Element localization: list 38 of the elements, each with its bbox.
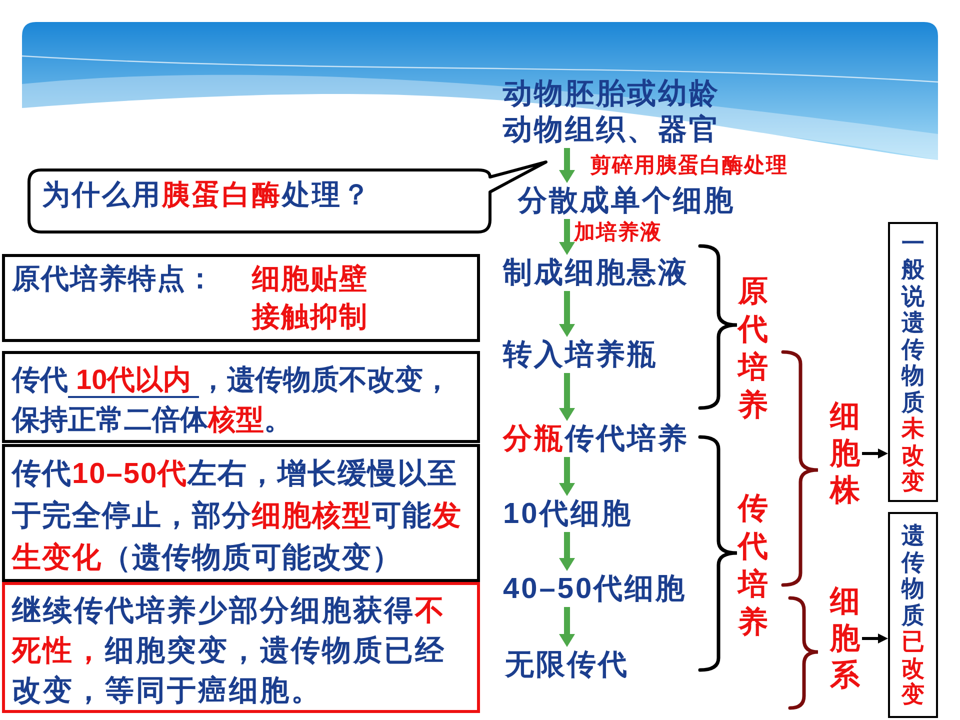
category-label: 细胞系 xyxy=(830,583,860,694)
note-panel xyxy=(2,254,480,342)
edge-label: 加培养液 xyxy=(574,220,662,246)
step-text: 动物胚胎或幼龄动物组织、器官 xyxy=(503,76,735,148)
step-text: 分散成单个细胞 xyxy=(518,183,735,219)
step-text: 无限传代 xyxy=(505,647,629,683)
category-label: 细胞株 xyxy=(830,398,860,509)
panel-heading: 原代培养特点： xyxy=(12,262,215,296)
note-text: 继续传代培养少部分细胞获得不死性，细胞突变，遗传物质已经改变，等同于癌细胞。 xyxy=(12,594,447,709)
step-text: 制成细胞悬液 xyxy=(503,255,689,291)
arrow xyxy=(559,219,575,255)
arrow xyxy=(559,457,575,496)
note-panel xyxy=(2,351,480,443)
note-panel xyxy=(888,512,938,718)
arrow xyxy=(559,607,575,647)
arrow xyxy=(559,532,575,571)
note-text: 传代10–50代左右，增长缓慢以至于完全停止，部分细胞核型可能发生变化（遗传物质可能改变） xyxy=(12,457,463,576)
step-text: 10代细胞 xyxy=(503,496,632,532)
step-text: 40–50代细胞 xyxy=(503,571,687,607)
arrow xyxy=(559,373,575,421)
note-panel xyxy=(2,582,480,713)
note-panel xyxy=(888,222,938,502)
stage-label: 原代培养 xyxy=(738,274,768,424)
step-text: 转入培养瓶 xyxy=(503,337,658,373)
speech-bubble xyxy=(27,160,549,234)
edge-label: 剪碎用胰蛋白酶处理 xyxy=(590,153,788,179)
arrow xyxy=(862,448,888,458)
note-text: 一般说遗传物质未改变 xyxy=(902,230,924,494)
note-text: 遗传物质已改变 xyxy=(902,522,924,708)
feature-text: 细胞贴壁 xyxy=(252,262,368,296)
note-panel xyxy=(2,444,480,582)
question-text: 为什么用胰蛋白酶处理？ xyxy=(42,178,372,212)
arrow xyxy=(862,634,888,644)
arrow xyxy=(559,291,575,337)
stage-label: 传代培养 xyxy=(738,491,768,641)
arrow xyxy=(559,148,575,183)
step-text: 分瓶传代培养 xyxy=(503,421,689,457)
feature-text: 接触抑制 xyxy=(252,300,368,334)
